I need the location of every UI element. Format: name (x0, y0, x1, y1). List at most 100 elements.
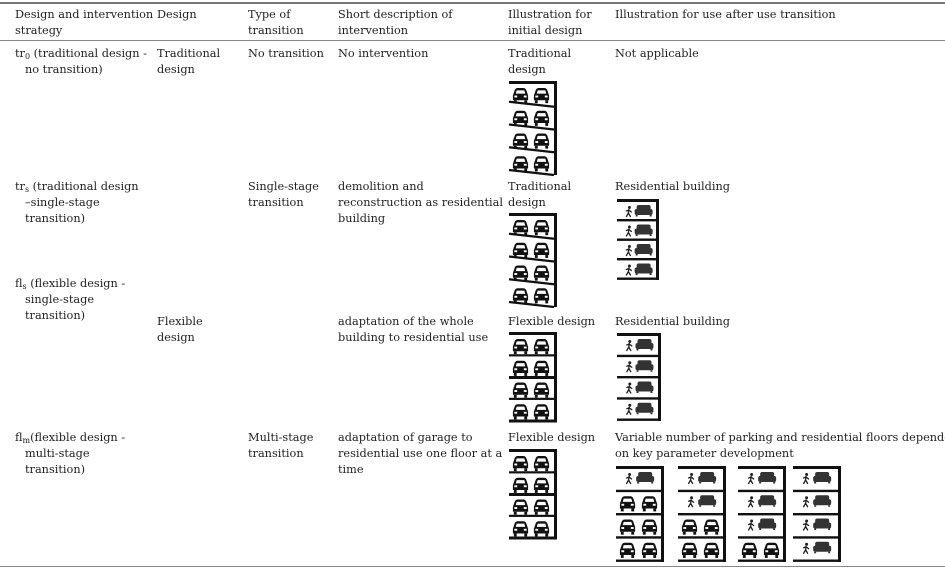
car-icon (512, 156, 529, 172)
wall-line (554, 81, 557, 175)
transition-cell: No transition (248, 47, 324, 60)
roof-line (509, 213, 557, 216)
sofa-icon (634, 244, 653, 256)
ramp-floor-line (508, 146, 555, 154)
roof-line (617, 199, 659, 202)
car-icon (512, 242, 529, 258)
person-walking-icon (802, 473, 810, 485)
floor-line (793, 559, 841, 562)
ramp-floor-line (508, 278, 555, 286)
wall-line (554, 213, 557, 307)
residential-building-illustration (793, 466, 841, 562)
floor-line (617, 238, 659, 241)
residential-building-illustration (617, 333, 661, 421)
floor-line (616, 513, 664, 516)
floor-line (738, 559, 786, 562)
car-icon (641, 542, 658, 558)
car-icon (619, 542, 636, 558)
car-icon (641, 519, 658, 535)
floor-line (617, 397, 661, 400)
sofa-icon (698, 472, 717, 484)
ramp-floor-line (508, 123, 555, 131)
car-icon (512, 382, 529, 398)
after-label: Residential building (615, 315, 730, 328)
sofa-icon (634, 224, 653, 236)
strategy-cell: fls (flexible design - single-stage tran… (15, 277, 126, 322)
after-label: Residential building (615, 180, 730, 193)
person-walking-icon (802, 496, 810, 508)
floor-line (509, 354, 557, 357)
person-walking-icon (625, 264, 633, 276)
car-icon (533, 477, 550, 493)
car-icon (512, 133, 529, 149)
car-icon (512, 219, 529, 236)
floor-line (793, 536, 841, 539)
floor-line (678, 513, 726, 516)
floor-line (509, 397, 557, 400)
sofa-icon (635, 381, 654, 393)
car-icon (763, 542, 780, 558)
car-icon (533, 265, 550, 281)
car-icon (533, 360, 550, 376)
description-cell: No intervention (338, 47, 429, 60)
floor-line (738, 536, 786, 539)
car-icon (512, 477, 529, 493)
person-walking-icon (625, 225, 633, 237)
ramp-floor-line (508, 300, 555, 309)
floor-line (678, 559, 726, 562)
sofa-icon (634, 205, 653, 217)
sofa-icon (634, 263, 653, 275)
sofa-icon (813, 472, 832, 484)
bottom-rule (0, 566, 945, 567)
car-icon (512, 499, 529, 515)
floor-line (793, 489, 841, 493)
car-icon (703, 519, 720, 535)
sofa-icon (698, 495, 717, 507)
person-walking-icon (747, 519, 755, 531)
roof-line (793, 466, 841, 469)
car-icon (533, 499, 550, 515)
floor-line (617, 354, 661, 358)
roof-line (509, 332, 557, 335)
after-label: Not applicable (615, 47, 699, 60)
car-icon (533, 156, 550, 172)
roof-line (616, 466, 664, 469)
car-icon (533, 404, 550, 420)
mixed-use-building-illustration (738, 466, 786, 562)
car-icon (512, 265, 529, 281)
traditional-garage-illustration (508, 81, 557, 177)
floor-line (509, 376, 557, 379)
initial-label: Flexible design (508, 431, 596, 444)
car-icon (512, 288, 529, 304)
ramp-floor-line (508, 168, 555, 177)
car-icon (533, 110, 550, 126)
roof-line (738, 466, 786, 469)
car-icon (533, 288, 550, 304)
person-walking-icon (802, 542, 810, 554)
after-label: Variable number of parking and residenti… (615, 431, 945, 460)
floor-line (617, 258, 659, 261)
ramp-floor-line (508, 255, 555, 263)
person-walking-icon (626, 361, 633, 373)
car-icon (533, 382, 550, 398)
floor-line (616, 559, 664, 562)
roof-line (617, 333, 661, 336)
initial-label: Flexible design (508, 315, 596, 328)
flexible-garage-illustration (509, 332, 557, 423)
mixed-use-building-illustration (678, 466, 726, 562)
floor-line (509, 493, 557, 496)
header-design: Design (157, 8, 197, 21)
floor-line (617, 219, 659, 222)
ramp-floor-line (508, 232, 555, 240)
